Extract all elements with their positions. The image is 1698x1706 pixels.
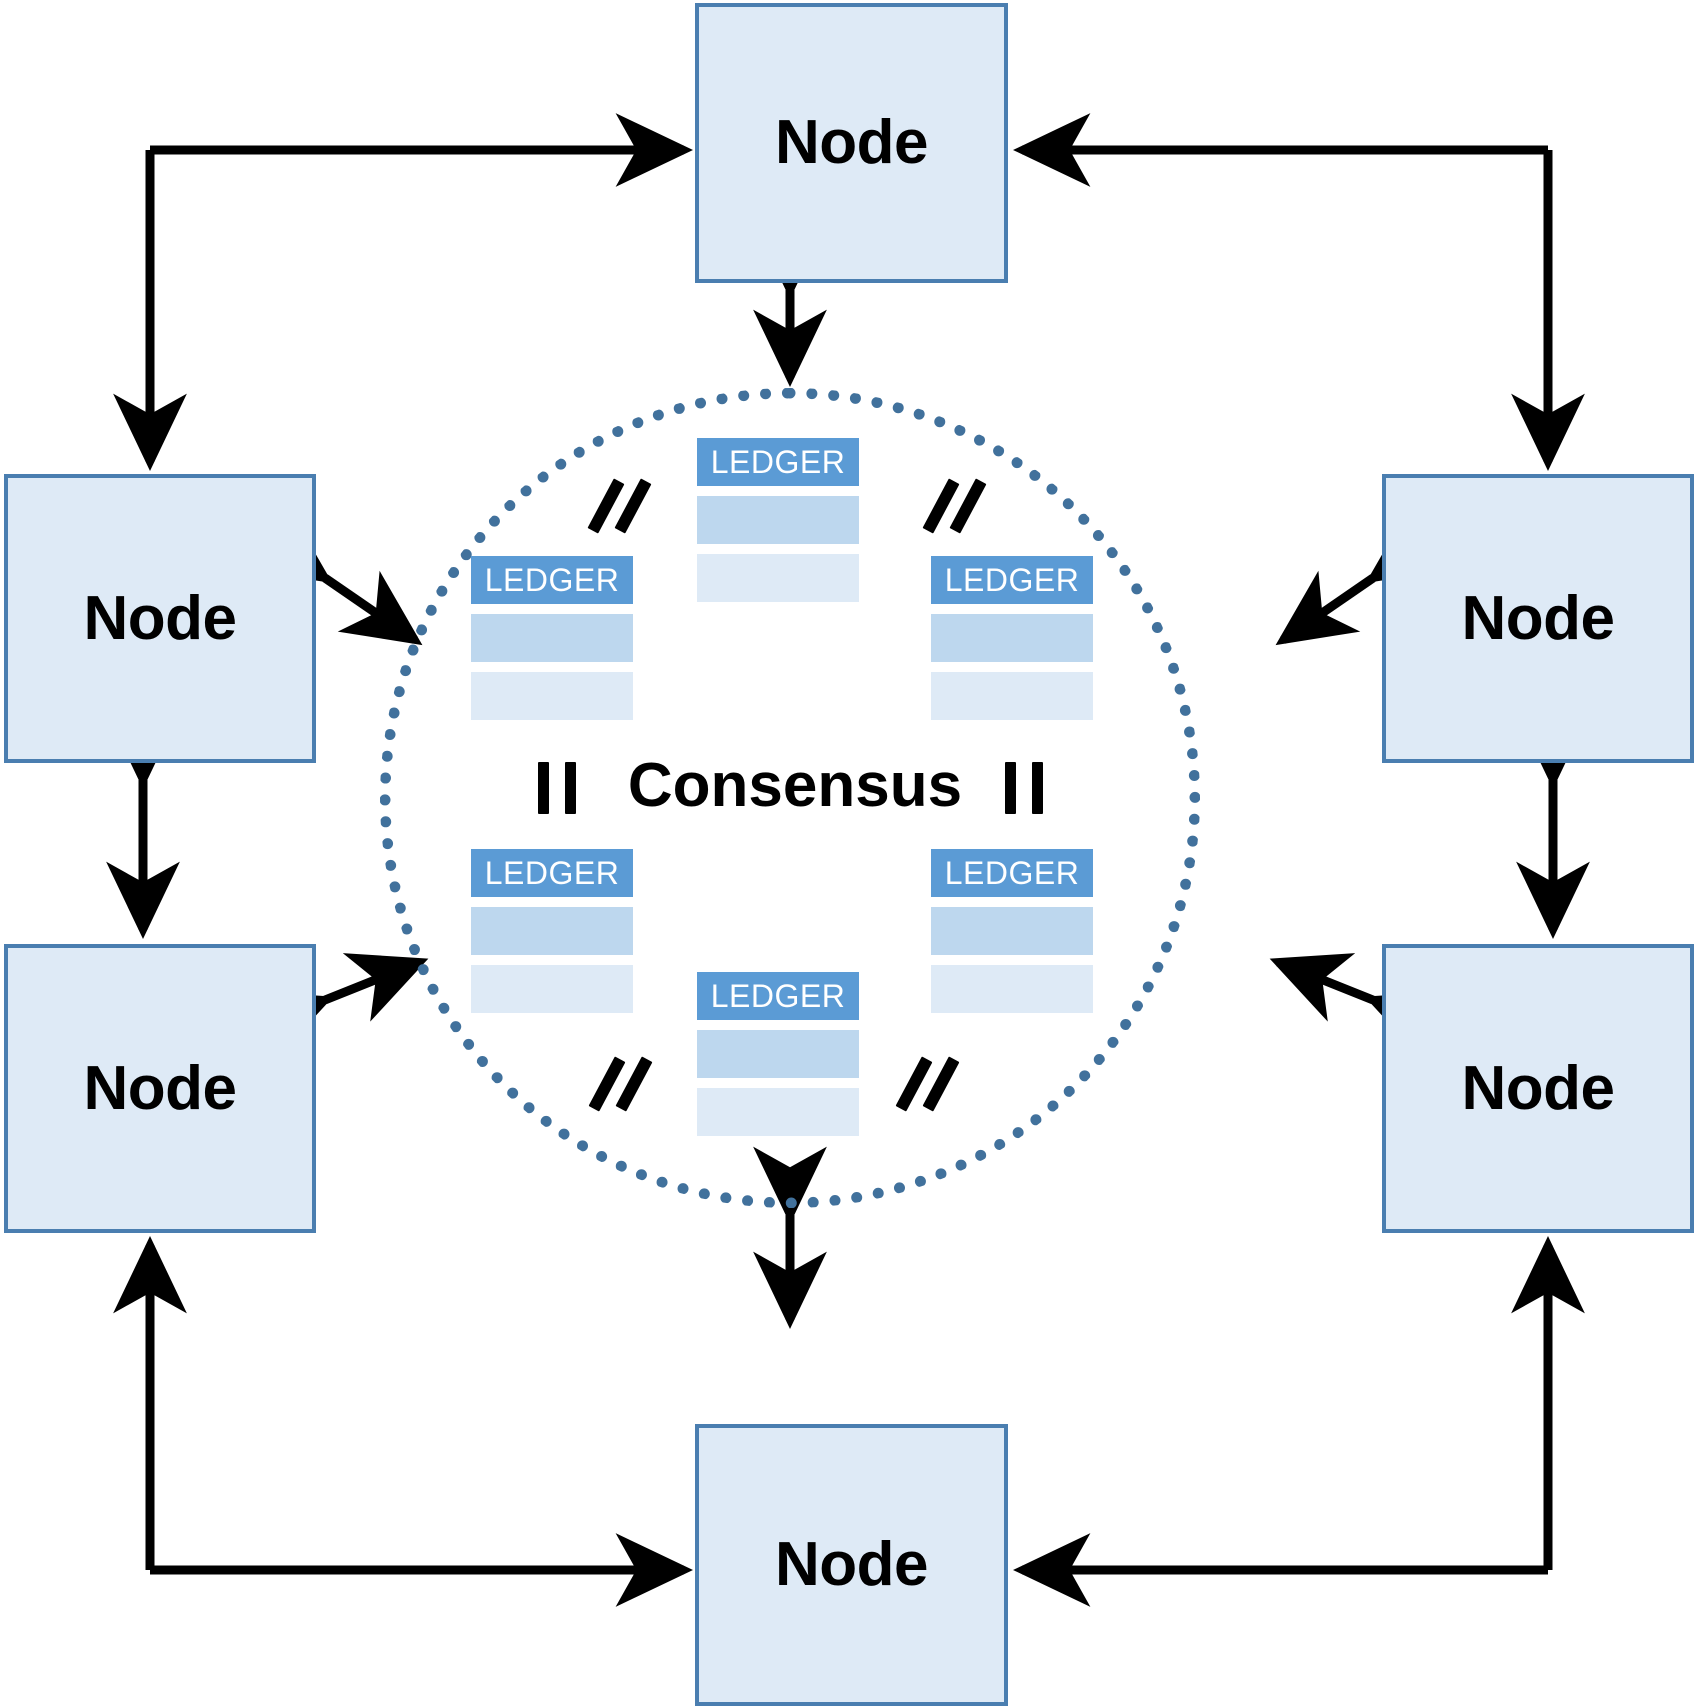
ledger-header-label: LEDGER	[471, 849, 633, 897]
node-label: Node	[83, 1053, 238, 1123]
ledger-row-low	[697, 1088, 859, 1136]
ledger-row-low	[471, 672, 633, 720]
ledger-row-low	[697, 554, 859, 602]
ledger-card-bottom[interactable]: LEDGER	[697, 972, 859, 1136]
ledger-card-lower-right[interactable]: LEDGER	[931, 849, 1093, 1013]
consensus-boundary-circle	[380, 388, 1200, 1208]
ledger-row-mid	[697, 496, 859, 544]
node-box-left-upper[interactable]: Node	[4, 474, 316, 763]
ledger-row-low	[931, 965, 1093, 1013]
ledger-row-mid	[471, 614, 633, 662]
node-box-bottom[interactable]: Node	[695, 1424, 1008, 1706]
node-box-right-lower[interactable]: Node	[1382, 944, 1694, 1233]
ledger-header-label: LEDGER	[931, 849, 1093, 897]
ledger-header-label: LEDGER	[697, 438, 859, 486]
ledger-row-mid	[471, 907, 633, 955]
ledger-row-low	[471, 965, 633, 1013]
node-box-right-upper[interactable]: Node	[1382, 474, 1694, 763]
consensus-label: Consensus	[627, 751, 963, 820]
ledger-row-mid	[931, 907, 1093, 955]
ledger-row-mid	[697, 1030, 859, 1078]
ledger-card-lower-left[interactable]: LEDGER	[471, 849, 633, 1013]
node-box-top[interactable]: Node	[695, 3, 1008, 283]
ledger-card-upper-left[interactable]: LEDGER	[471, 556, 633, 720]
ledger-card-upper-right[interactable]: LEDGER	[931, 556, 1093, 720]
ledger-header-label: LEDGER	[931, 556, 1093, 604]
ledger-row-low	[931, 672, 1093, 720]
node-label: Node	[83, 583, 238, 653]
node-label: Node	[775, 108, 929, 177]
node-label: Node	[1461, 1053, 1616, 1123]
ledger-header-label: LEDGER	[471, 556, 633, 604]
node-label: Node	[775, 1530, 929, 1599]
ledger-header-label: LEDGER	[697, 972, 859, 1020]
node-box-left-lower[interactable]: Node	[4, 944, 316, 1233]
ledger-row-mid	[931, 614, 1093, 662]
ledger-card-top[interactable]: LEDGER	[697, 438, 859, 602]
node-label: Node	[1461, 583, 1616, 653]
